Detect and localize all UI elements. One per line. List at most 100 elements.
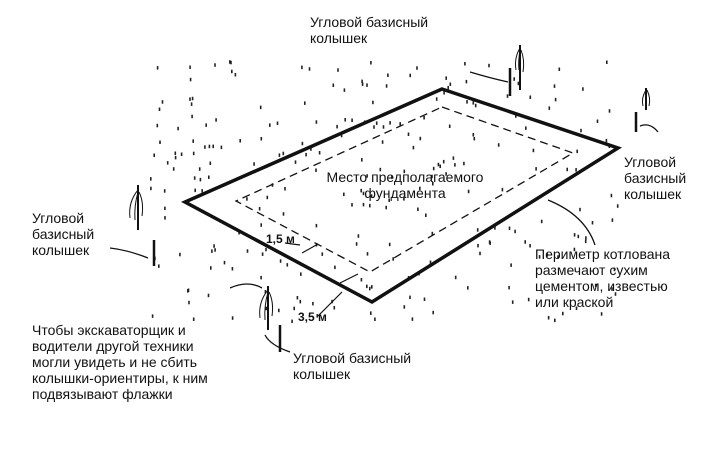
ground-speck (264, 289, 267, 294)
ground-speck (305, 152, 307, 157)
ground-speck (231, 267, 234, 271)
dimension-1-5m: 1,5 м (266, 232, 295, 246)
ground-speck (301, 65, 303, 70)
ground-speck (223, 260, 226, 265)
ground-speck (362, 191, 365, 196)
ground-speck (575, 306, 578, 310)
ground-speck (373, 125, 375, 129)
ground-speck (387, 73, 389, 77)
ground-speck (388, 198, 390, 202)
ground-speck (357, 234, 360, 238)
ground-speck (194, 188, 196, 193)
ground-speck (385, 205, 387, 210)
ground-speck (554, 318, 556, 323)
ground-speck (158, 264, 160, 268)
ground-speck (611, 287, 613, 291)
ground-speck (282, 151, 285, 156)
ground-speck (466, 100, 468, 104)
ground-speck (454, 275, 457, 280)
ground-speck (370, 311, 372, 315)
ground-speck (260, 275, 262, 280)
ground-speck (156, 66, 159, 70)
ground-speck (594, 283, 597, 288)
ground-speck (253, 162, 255, 166)
ground-speck (180, 152, 183, 156)
ground-speck (209, 161, 212, 165)
ground-speck (538, 255, 541, 259)
ground-speck (315, 223, 318, 228)
ground-speck (511, 300, 514, 304)
ground-speck (403, 169, 406, 174)
ground-speck (293, 306, 295, 311)
ground-speck (432, 310, 434, 315)
ground-speck (423, 297, 426, 301)
ground-speck (300, 272, 302, 276)
ground-speck (150, 177, 152, 181)
ground-speck (191, 96, 194, 101)
ground-speck (566, 167, 568, 172)
ground-speck (318, 151, 321, 155)
foundation-label: Место предполагаемого фундамента (326, 169, 484, 201)
ground-speck (246, 249, 249, 253)
ground-speck (213, 244, 215, 248)
ground-speck (409, 73, 411, 78)
pointer-arrows (109, 71, 659, 353)
stake-bottom (259, 286, 282, 352)
ground-speck (477, 243, 479, 248)
ground-speck (269, 123, 271, 127)
ground-speck (299, 299, 302, 304)
ground-speck (379, 167, 382, 172)
ground-speck (370, 194, 373, 198)
ground-speck (158, 107, 161, 111)
ground-speck (174, 151, 177, 155)
ground-speck (488, 63, 490, 68)
ground-speck (579, 207, 581, 212)
ground-speck (332, 83, 335, 87)
ground-speck (172, 167, 175, 171)
ground-speck (389, 121, 391, 125)
ground-speck (374, 317, 376, 321)
ground-speck (447, 85, 449, 90)
ground-speck (514, 229, 516, 234)
ground-speck (525, 126, 527, 130)
ground-speck (321, 252, 324, 256)
ground-speck (161, 100, 164, 104)
ground-speck (562, 311, 564, 316)
ground-speck (153, 153, 155, 157)
ground-speck (164, 206, 166, 211)
ground-speck (361, 158, 363, 162)
ground-speck (205, 123, 207, 127)
dimension-lines (284, 242, 359, 317)
ground-speck (278, 308, 280, 313)
ground-speck (286, 263, 289, 267)
ground-speck (419, 136, 422, 141)
ground-speck (231, 316, 234, 320)
ground-speck (230, 60, 232, 65)
ground-speck (513, 77, 515, 81)
ground-speck (344, 118, 346, 122)
ground-speck (214, 63, 216, 67)
ground-speck (191, 114, 193, 119)
ground-speck (294, 160, 297, 164)
ground-speck (333, 306, 336, 310)
ground-speck (385, 84, 388, 88)
stake-label-bottom: Угловой базисный колышек (293, 350, 412, 382)
ground-speck (412, 145, 415, 150)
ground-speck (369, 203, 371, 208)
ground-speck (265, 247, 267, 252)
ground-speck (372, 100, 374, 105)
ground-speck (584, 239, 587, 244)
ground-speck (212, 144, 214, 149)
ground-speck (517, 81, 520, 86)
ground-speck (494, 226, 496, 230)
ground-speck (261, 252, 264, 256)
ground-speck (464, 62, 466, 66)
ground-speck (573, 233, 576, 237)
ground-speck (409, 295, 411, 300)
ground-speck (613, 267, 616, 272)
ground-speck (381, 140, 384, 144)
ground-speck (159, 140, 161, 144)
ground-speck (337, 68, 339, 72)
ground-speck (431, 231, 434, 236)
ground-speck (476, 228, 479, 232)
